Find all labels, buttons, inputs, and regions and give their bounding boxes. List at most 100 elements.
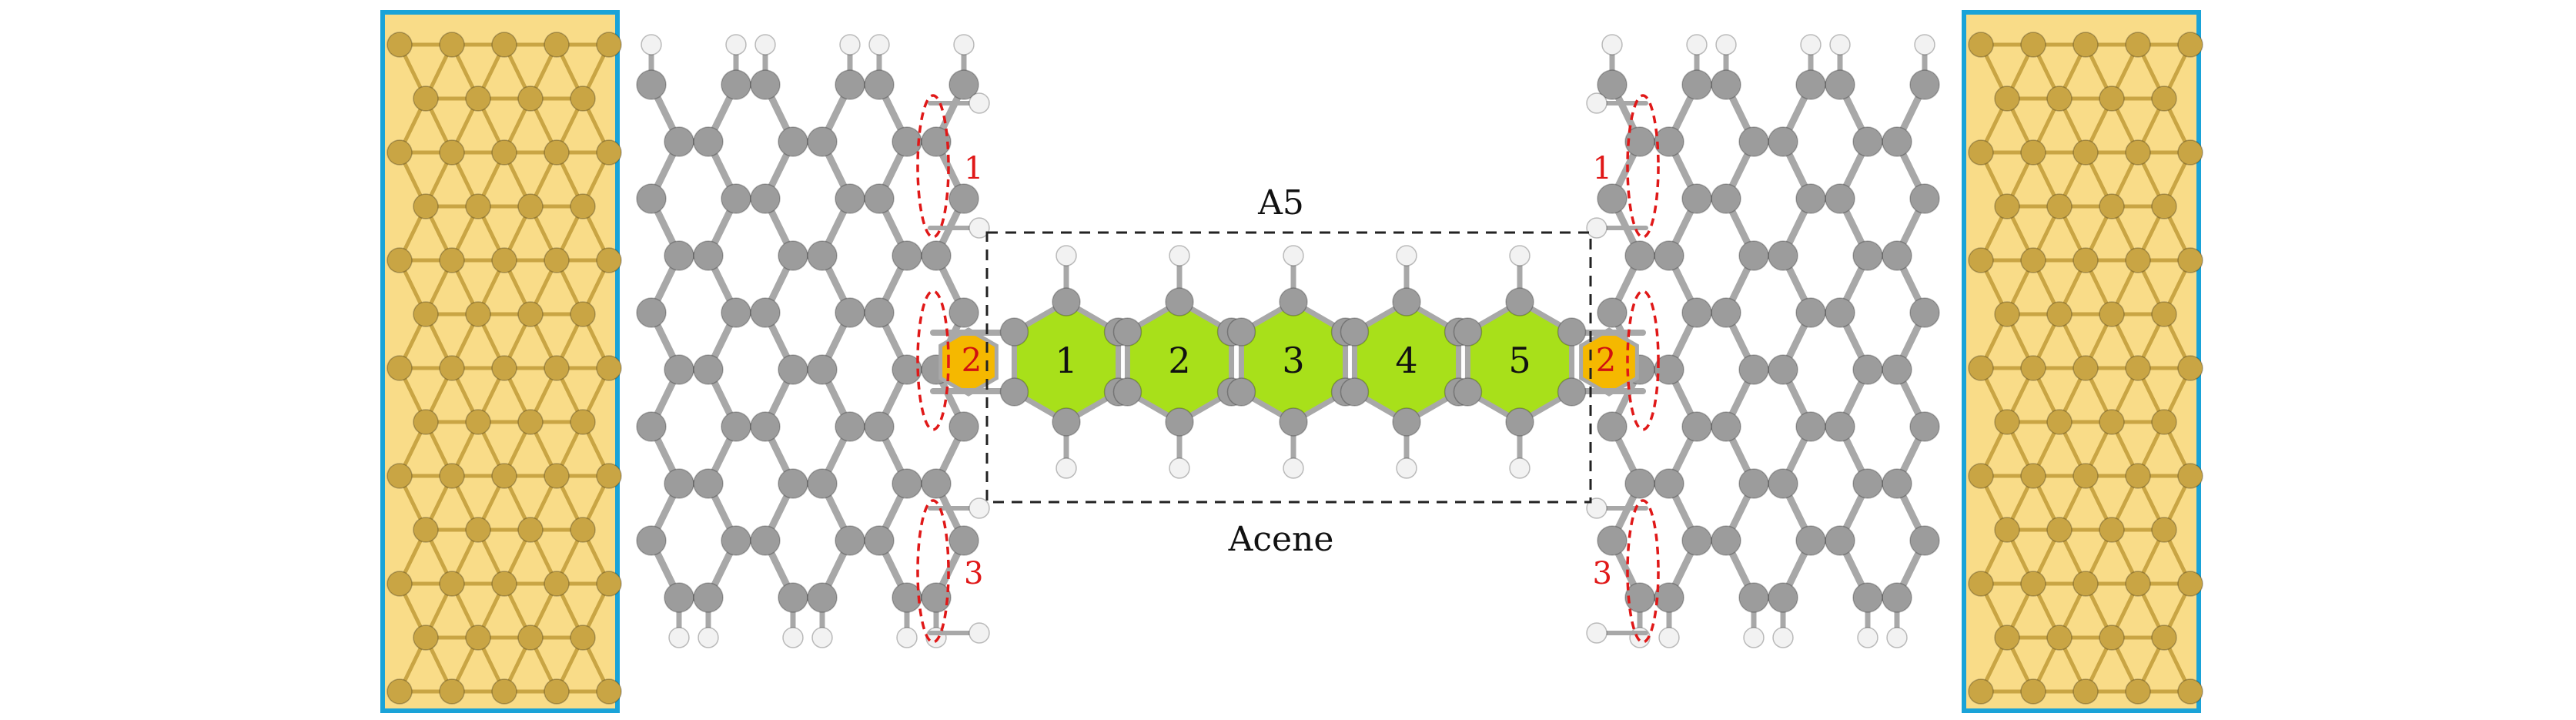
electrode-atom: [2177, 247, 2203, 273]
carbon-atom: [1681, 525, 1712, 556]
hydrogen-atom: [868, 34, 890, 55]
carbon-atom: [1711, 297, 1741, 328]
carbon-atom: [750, 183, 781, 214]
carbon-atom: [921, 582, 952, 613]
carbon-atom: [1654, 240, 1684, 271]
electrode-atom: [465, 517, 491, 543]
carbon-atom: [1768, 126, 1798, 157]
carbon-atom: [807, 582, 838, 613]
electrode-atom: [570, 85, 596, 112]
carbon-atom: [807, 468, 838, 499]
hydrogen-atom: [641, 34, 662, 55]
electrode-atom: [1994, 409, 2020, 435]
carbon-atom: [1852, 354, 1883, 385]
carbon-atom: [1795, 183, 1826, 214]
carbon-atom: [1557, 377, 1587, 407]
right-electrode: [1962, 10, 2203, 713]
carbon-atom: [864, 525, 895, 556]
hydrogen-atom: [1857, 627, 1878, 648]
electrode-atom: [1968, 678, 1994, 705]
carbon-atom: [1681, 297, 1712, 328]
carbon-atom: [1852, 240, 1883, 271]
electrode-atom: [596, 355, 622, 381]
carbon-atom: [721, 297, 751, 328]
carbon-atom: [1795, 297, 1826, 328]
carbon-atom: [778, 354, 808, 385]
box-label-bottom: Acene: [1228, 520, 1334, 559]
electrode-atom: [491, 463, 517, 489]
carbon-atom: [664, 582, 694, 613]
electrode-atom: [2099, 625, 2125, 651]
carbon-atom: [1112, 377, 1142, 407]
carbon-atom: [1909, 183, 1940, 214]
carbon-atom: [1052, 287, 1081, 316]
electrode-atom: [1994, 85, 2020, 112]
electrode-atom: [465, 301, 491, 327]
hydrogen-atom: [1055, 245, 1077, 266]
hydrogen-atom: [1283, 457, 1304, 479]
hydrogen-atom: [969, 217, 990, 239]
electrode-atom: [2177, 139, 2203, 166]
electrode-atom: [2177, 463, 2203, 489]
carbon-atom: [1654, 468, 1684, 499]
carbon-atom: [636, 297, 667, 328]
carbon-atom: [1768, 468, 1798, 499]
carbon-atom: [1597, 69, 1628, 100]
electrode-atom: [517, 517, 544, 543]
carbon-atom: [1505, 287, 1534, 316]
right-site-label-3: 3: [1593, 556, 1612, 591]
ring-labels: 1 2 3 4 5: [1055, 340, 1531, 381]
electrode-atom: [596, 139, 622, 166]
carbon-atom: [750, 69, 781, 100]
electrode-atom: [386, 32, 413, 58]
hydrogen-atom: [953, 34, 975, 55]
electrode-atom: [413, 85, 439, 112]
electrode-atom: [544, 139, 570, 166]
electrode-atom: [2151, 517, 2177, 543]
electrode-atom: [1968, 463, 1994, 489]
carbon-atom: [1711, 525, 1741, 556]
acene-region-box: [985, 231, 1592, 504]
carbon-atom: [864, 411, 895, 442]
electrode-atom: [1994, 625, 2020, 651]
right-site-label-1: 1: [1593, 151, 1612, 186]
carbon-atom: [1392, 287, 1421, 316]
right-junction-label: 2: [1596, 341, 1617, 379]
electrode-atom: [544, 355, 570, 381]
carbon-atom: [1852, 582, 1883, 613]
carbon-atom: [721, 183, 751, 214]
hydrogen-atom: [969, 497, 990, 519]
carbon-atom: [1795, 411, 1826, 442]
electrode-atom: [439, 463, 465, 489]
carbon-atom: [1597, 297, 1628, 328]
carbon-atom: [1624, 126, 1655, 157]
electrode-atom: [2125, 571, 2151, 597]
carbon-atom: [1279, 287, 1308, 316]
carbon-atom: [1825, 69, 1855, 100]
electrode-atom: [570, 625, 596, 651]
hydrogen-atom: [969, 622, 990, 644]
electrode-atom: [386, 355, 413, 381]
electrode-atom: [439, 32, 465, 58]
electrode-atom: [2151, 301, 2177, 327]
carbon-atom: [1505, 407, 1534, 437]
electrode-atom: [491, 571, 517, 597]
hydrogen-atom: [1055, 457, 1077, 479]
electrode-atom: [2046, 409, 2073, 435]
carbon-atom: [864, 69, 895, 100]
carbon-atom: [835, 525, 865, 556]
hydrogen-atom: [1283, 245, 1304, 266]
hydrogen-atom: [782, 627, 804, 648]
hydrogen-atom: [1396, 245, 1417, 266]
carbon-atom: [1597, 411, 1628, 442]
left-site-label-3: 3: [964, 556, 983, 591]
carbon-atom: [1825, 183, 1855, 214]
electrode-atom: [386, 678, 413, 705]
electrode-atom: [2151, 193, 2177, 219]
electrode-atom: [570, 193, 596, 219]
carbon-atom: [1597, 183, 1628, 214]
carbon-atom: [1165, 287, 1194, 316]
left-graphene-lead: [636, 34, 990, 648]
electrode-atom: [2151, 625, 2177, 651]
electrode-atom: [596, 678, 622, 705]
